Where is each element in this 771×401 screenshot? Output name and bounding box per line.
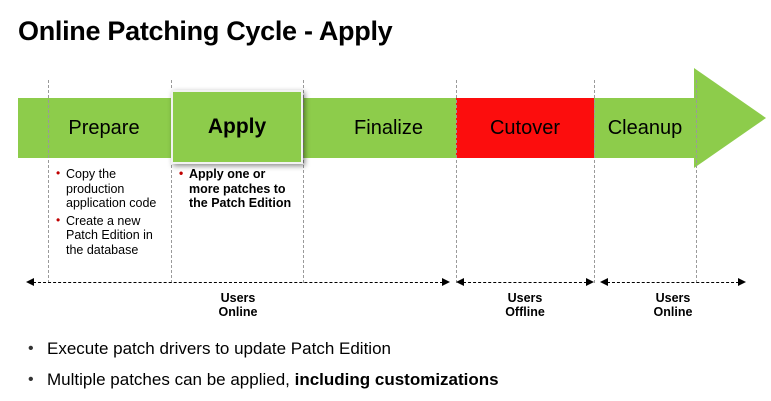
phase-label-cutover: Cutover [489,117,561,139]
page-title: Online Patching Cycle - Apply [18,16,393,46]
arrow-cap-left-icon [26,278,34,286]
guide-line-apply-start [171,80,172,283]
arrow-cap-left-icon [456,278,464,286]
availability-label-line1: Users [507,291,543,305]
phase-segment-prepare[interactable]: Prepare [18,98,190,158]
availability-label-line1: Users [220,291,256,305]
availability-label-line2: Online [218,305,258,319]
availability-label-line1: Users [655,291,691,305]
availability-label-line2: Online [653,305,693,319]
phase-segment-cleanup[interactable]: Cleanup [594,98,696,158]
guide-line-apply-end [303,80,304,283]
availability-span-offline [456,278,594,286]
summary-bullet-2: Multiple patches can be applied, includi… [26,364,746,395]
summary-bullet-2-plain: Multiple patches can be applied, [47,370,295,389]
availability-label-line2: Offline [505,305,545,319]
availability-label-offline: Users Offline [456,291,594,319]
dashed-line [463,282,587,283]
availability-span-online-2 [600,278,746,286]
arrow-cap-right-icon [738,278,746,286]
availability-label-online-2: Users Online [600,291,746,319]
detail-column-prepare: Copy the production application code Cre… [56,166,164,260]
dashed-line [33,282,443,283]
arrow-cap-right-icon [442,278,450,286]
phase-segment-finalize[interactable]: Finalize [321,98,456,158]
phase-segment-apply-highlight[interactable]: Apply [171,90,303,164]
arrow-cap-left-icon [600,278,608,286]
phase-label-apply: Apply [207,115,267,138]
guide-line-cutover-start [456,80,457,283]
guide-line-cutover-end [594,80,595,283]
summary-bullet-1: Execute patch drivers to update Patch Ed… [26,333,746,364]
arrow-head-icon [694,68,766,168]
list-item: Copy the production application code [56,166,164,211]
summary-bullets: Execute patch drivers to update Patch Ed… [26,333,746,395]
list-item: Create a new Patch Edition in the databa… [56,213,164,258]
list-item: Apply one or more patches to the Patch E… [179,166,295,211]
availability-label-online-1: Users Online [26,291,450,319]
dashed-line [607,282,739,283]
detail-column-apply: Apply one or more patches to the Patch E… [179,166,295,214]
availability-span-online-1 [26,278,450,286]
summary-bullet-2-emphasis: including customizations [294,370,499,389]
arrow-cap-right-icon [586,278,594,286]
guide-line-cleanup-end [696,80,697,283]
phase-segment-cutover[interactable]: Cutover [456,98,594,158]
phase-label-finalize: Finalize [354,117,423,139]
phase-label-prepare: Prepare [68,117,140,139]
phase-label-cleanup: Cleanup [607,117,683,139]
guide-line-prepare-start [48,80,49,283]
